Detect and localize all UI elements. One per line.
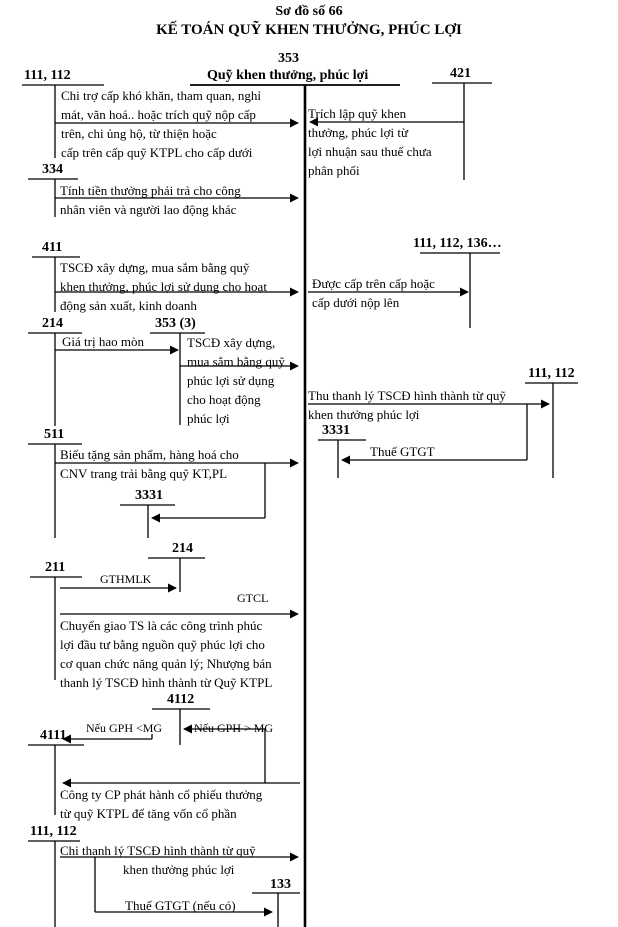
text-thue-gtgt: Thuế GTGT [370,444,435,459]
account-4111: 4111 [40,728,67,743]
text-gthmlk: GTHMLK [100,572,152,586]
diagram-number: Sơ đồ số 66 [275,4,343,19]
account-511: 511 [44,427,65,442]
text-neu-gph-nho-hon-mg: Nếu GPH <MG [86,721,163,735]
account-111-112-top: 111, 112 [24,68,71,83]
account-111-112-right: 111, 112 [528,366,575,381]
account-111-112-136: 111, 112, 136… [413,236,502,251]
account-214-b: 214 [172,541,193,556]
account-421: 421 [450,66,471,81]
account-4112: 4112 [167,692,195,707]
account-111-112-bottom: 111, 112 [30,824,77,839]
account-334: 334 [42,162,63,177]
account-353-code: 353 [278,51,299,66]
text-gtcl: GTCL [237,591,269,605]
text-thue-gtgt-neu-co: Thuế GTGT (nếu có) [125,898,236,913]
account-353-3: 353 (3) [155,316,196,331]
account-353-name: Quỹ khen thưởng, phúc lợi [207,68,369,83]
text-gia-tri-hao-mon: Giá trị hao mòn [62,334,144,349]
page-title: KẾ TOÁN QUỸ KHEN THƯỞNG, PHÚC LỢI [156,22,462,38]
account-3331-right: 3331 [322,423,350,438]
account-411: 411 [42,240,63,255]
account-3331-left: 3331 [135,488,163,503]
text-neu-gph-lon-hon-mg: Nếu GPH > MG [194,721,274,735]
account-211: 211 [45,560,66,575]
account-214: 214 [42,316,63,331]
account-133: 133 [270,877,291,892]
